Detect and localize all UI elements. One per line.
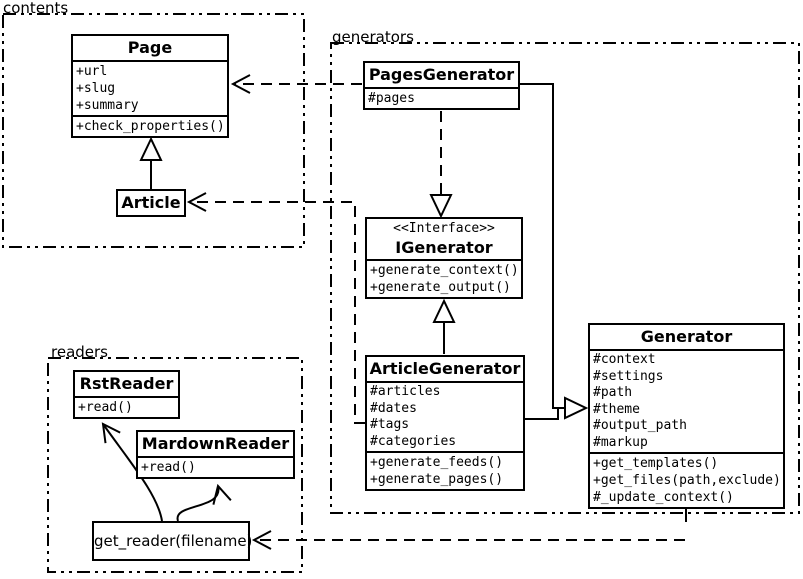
attribute: #markup [593, 434, 648, 450]
class-igenerator: <<Interface>> IGenerator +generate_conte… [365, 217, 523, 299]
class-mardownreader: MardownReader +read() [136, 430, 295, 479]
attribute: #theme [593, 401, 640, 417]
package-label-contents: contents [3, 0, 69, 17]
class-mardownreader-methods: +read() [138, 456, 293, 477]
class-generator-methods: +get_templates() +get_files(path,exclude… [590, 452, 783, 507]
attribute: #pages [368, 91, 415, 106]
class-articlegenerator-methods: +generate_feeds() +generate_pages() [367, 451, 523, 489]
attribute: #dates [370, 400, 417, 416]
attribute: #output_path [593, 418, 687, 433]
attribute: +slug [76, 81, 116, 96]
method: +get_files(path,exclude) [593, 473, 781, 488]
class-generator: Generator #context #settings #path #them… [588, 323, 785, 509]
class-rstreader-name: RstReader [79, 374, 174, 393]
class-page-name: Page [127, 38, 173, 57]
function-box-get-reader: get_reader(filename) [92, 521, 252, 561]
method: +get_templates() [593, 456, 719, 471]
method: +generate_context() [370, 263, 519, 278]
class-generator-name: Generator [640, 327, 733, 346]
class-igenerator-methods: +generate_context() +generate_output() [367, 259, 521, 297]
method: +generate_feeds() [370, 455, 504, 470]
class-articlegenerator-attributes: #articles #dates #tags #categories [367, 381, 523, 451]
generalization-pagesgenerator-to-generator [520, 83, 589, 420]
class-pagesgenerator: PagesGenerator #pages [363, 61, 520, 110]
attribute: +summary [76, 98, 139, 113]
method: +read() [141, 460, 196, 475]
class-articlegenerator-name: ArticleGenerator [369, 359, 521, 378]
attribute: #context [593, 352, 656, 367]
method: +generate_pages() [370, 472, 504, 487]
class-page-methods: +check_properties() [73, 115, 227, 136]
class-article-name: Article [121, 193, 181, 212]
package-label-generators: generators [332, 28, 414, 46]
attribute: #tags [370, 417, 410, 432]
package-border-readers [47, 357, 303, 573]
class-pagesgenerator-attributes: #pages [365, 87, 518, 108]
package-label-readers: readers [51, 343, 108, 361]
class-page-attributes: +url +slug +summary [73, 60, 227, 115]
attribute: #articles [370, 384, 441, 399]
package-border-generators [330, 42, 800, 514]
attribute: #path [593, 385, 633, 400]
class-pagesgenerator-name: PagesGenerator [368, 65, 515, 84]
class-article: Article [116, 189, 186, 217]
method: #_update_context() [593, 490, 734, 505]
attribute: #settings [593, 368, 664, 384]
class-igenerator-stereotype: <<Interface>> [393, 221, 495, 236]
method: +generate_output() [370, 280, 511, 295]
method: +check_properties() [76, 119, 225, 134]
class-page: Page +url +slug +summary +check_properti… [71, 34, 229, 138]
package-border-contents [2, 13, 305, 248]
class-igenerator-name: IGenerator [395, 238, 493, 257]
class-rstreader-methods: +read() [75, 396, 178, 417]
class-rstreader: RstReader +read() [73, 370, 180, 419]
class-mardownreader-name: MardownReader [141, 434, 290, 453]
dependency-articlegenerator-to-article [186, 192, 365, 424]
class-generator-attributes: #context #settings #path #theme #output_… [590, 349, 783, 452]
attribute: +url [76, 64, 108, 79]
method: +read() [78, 400, 133, 415]
arrow-getreader-to-mardownreader [176, 483, 232, 522]
generalization-articlegenerator-to-generator-joint [525, 408, 559, 420]
class-articlegenerator: ArticleGenerator #articles #dates #tags … [365, 355, 525, 491]
attribute: #categories [370, 433, 457, 449]
